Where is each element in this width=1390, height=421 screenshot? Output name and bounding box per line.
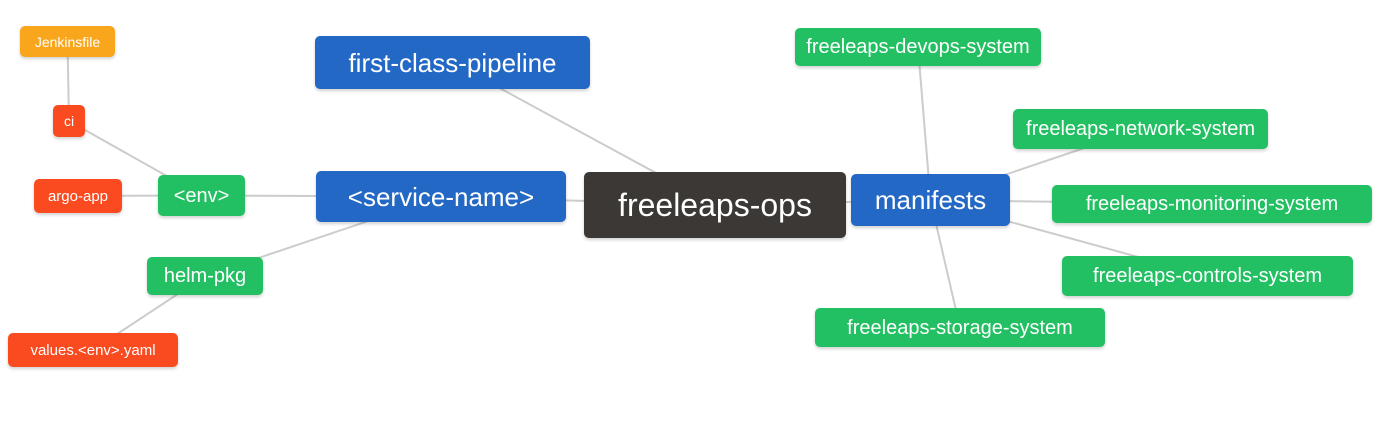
node-first-class-pipeline[interactable]: first-class-pipeline — [315, 36, 590, 89]
node-helm-pkg[interactable]: helm-pkg — [147, 257, 263, 295]
node-env[interactable]: <env> — [158, 175, 245, 216]
node-manifests[interactable]: manifests — [851, 174, 1010, 226]
node-service-name[interactable]: <service-name> — [316, 171, 566, 222]
node-argo-app[interactable]: argo-app — [34, 179, 122, 213]
node-freeleaps-devops-system[interactable]: freeleaps-devops-system — [795, 28, 1041, 66]
node-freeleaps-storage-system[interactable]: freeleaps-storage-system — [815, 308, 1105, 347]
node-freeleaps-network-system[interactable]: freeleaps-network-system — [1013, 109, 1268, 149]
node-freeleaps-controls-system[interactable]: freeleaps-controls-system — [1062, 256, 1353, 296]
node-freeleaps-ops[interactable]: freeleaps-ops — [584, 172, 846, 238]
node-jenkinsfile[interactable]: Jenkinsfile — [20, 26, 115, 57]
node-freeleaps-monitoring-system[interactable]: freeleaps-monitoring-system — [1052, 185, 1372, 223]
node-values-env-yaml[interactable]: values.<env>.yaml — [8, 333, 178, 367]
node-ci[interactable]: ci — [53, 105, 85, 137]
